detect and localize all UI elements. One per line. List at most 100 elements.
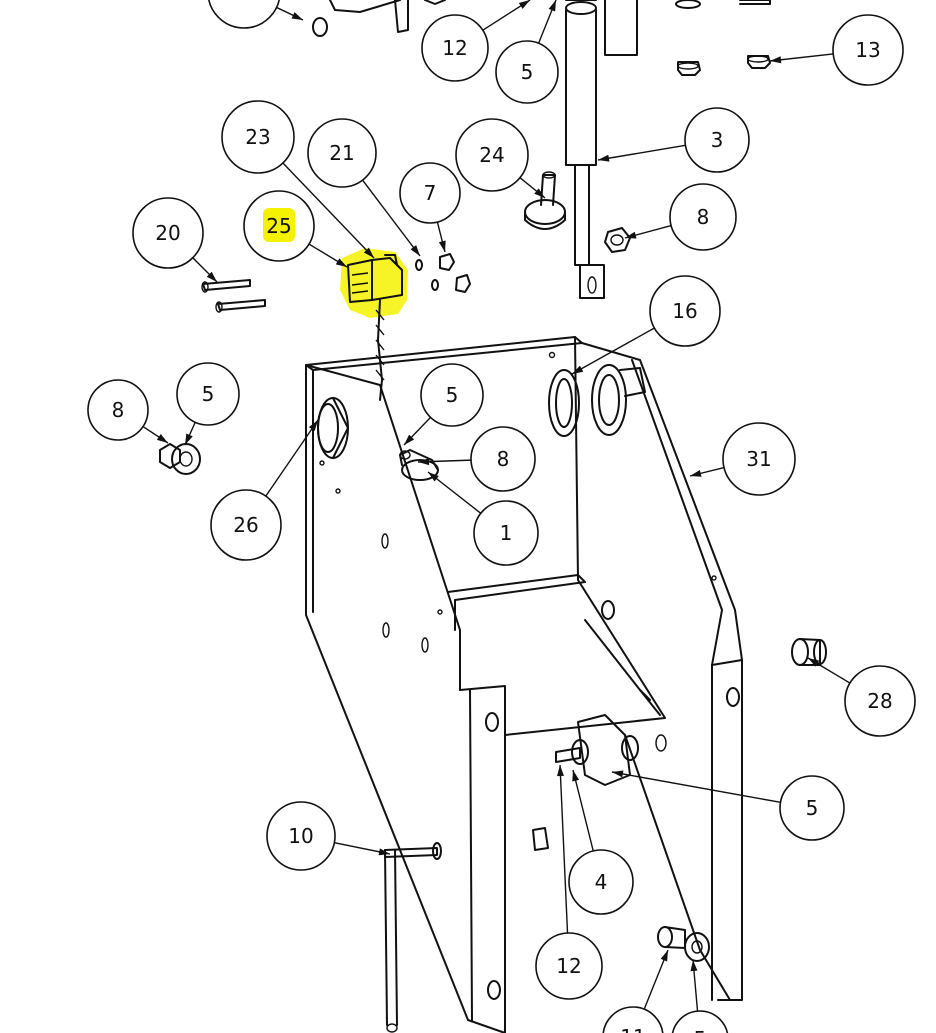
- highlight-label: [263, 208, 295, 242]
- leader-arrowhead: [363, 247, 374, 258]
- callout-c11: 11: [602, 949, 669, 1033]
- callout-label: 8: [112, 398, 125, 422]
- callout-bubble: [307, 118, 377, 188]
- callout-c19: 19: [208, 0, 304, 29]
- callout-bubble: [266, 801, 336, 871]
- callout-bubble: [399, 162, 461, 224]
- callout-bubble: [455, 118, 529, 192]
- leader-arrowhead: [548, 0, 556, 12]
- callout-label: 12: [556, 954, 581, 978]
- callout-c13: 13: [769, 14, 904, 86]
- leader-arrowhead: [438, 240, 446, 252]
- callout-bubble: [208, 0, 280, 29]
- callout-label: 5: [446, 383, 459, 407]
- leader-line: [597, 144, 686, 161]
- callout-bubble: [568, 849, 634, 915]
- callout-label: 24: [479, 143, 504, 167]
- main-frame: [305, 336, 743, 1033]
- leader-line: [571, 327, 655, 375]
- callout-label: 5: [806, 796, 819, 820]
- nuts-13: [675, 0, 771, 76]
- leader-arrowhead: [428, 472, 439, 482]
- leader-line: [361, 179, 421, 257]
- callout-bubble: [602, 1006, 664, 1033]
- bracket-top: [604, 0, 638, 56]
- callout-label: 5: [694, 1027, 707, 1033]
- leader-arrowhead: [625, 231, 637, 239]
- leader-arrowhead: [410, 245, 420, 256]
- callout-label: 8: [697, 205, 710, 229]
- callout-c8b: 8: [87, 379, 169, 444]
- leader-line: [282, 162, 375, 259]
- callout-c7: 7: [399, 162, 461, 253]
- callout-c5a: 5: [495, 0, 559, 104]
- callout-c8c: 8: [417, 426, 536, 492]
- leader-line: [572, 769, 594, 852]
- callout-bubble: [210, 489, 282, 561]
- callout-c5d: 5: [611, 770, 845, 841]
- callout-label: 26: [233, 513, 258, 537]
- leader-arrowhead: [518, 0, 530, 9]
- callout-label: 7: [424, 181, 437, 205]
- callout-label: 5: [202, 382, 215, 406]
- eye-bolt-1: [399, 449, 439, 481]
- callout-bubble: [87, 379, 149, 441]
- leader-arrowhead: [378, 848, 390, 856]
- leader-arrowhead: [185, 433, 193, 445]
- callout-bubble: [669, 183, 737, 251]
- small-nuts: [415, 253, 471, 293]
- pin-10: [384, 842, 442, 1033]
- leader-line: [559, 764, 569, 934]
- callout-bubble: [473, 500, 539, 566]
- leader-arrowhead: [660, 950, 668, 962]
- callout-c3: 3: [597, 107, 750, 173]
- callout-label: 19: [231, 0, 256, 4]
- callout-c4: 4: [568, 769, 634, 915]
- parts-top-left: [312, 0, 446, 37]
- highlight-switch: [340, 248, 408, 318]
- callout-c16: 16: [571, 275, 721, 375]
- gas-spring-3: [565, 0, 605, 299]
- callout-label: 13: [855, 38, 880, 62]
- callout-c21: 21: [307, 118, 421, 257]
- leader-arrowhead: [335, 258, 347, 267]
- callout-bubble: [420, 363, 484, 427]
- callout-c12a: 12: [421, 0, 531, 82]
- callout-label: 8: [497, 447, 510, 471]
- leader-arrowhead: [404, 434, 415, 445]
- leader-line: [611, 771, 781, 804]
- leader-arrowhead: [612, 770, 624, 778]
- callout-c12b: 12: [535, 764, 603, 1000]
- callout-c24: 24: [455, 118, 546, 199]
- callout-bubble: [844, 665, 916, 737]
- callout-bubble: [722, 422, 796, 496]
- callout-label: 16: [672, 299, 697, 323]
- callout-bubble: [671, 1010, 729, 1033]
- callout-bubble: [684, 107, 750, 173]
- callout-bubble: [649, 275, 721, 347]
- callout-c25: 25: [243, 190, 348, 268]
- leader-arrowhead: [291, 12, 303, 20]
- callout-label: 3: [711, 128, 724, 152]
- callout-c10: 10: [266, 801, 391, 871]
- leader-arrowhead: [556, 765, 564, 777]
- callout-bubble: [470, 426, 536, 492]
- callout-label: 1: [500, 521, 513, 545]
- leader-arrowhead: [308, 420, 318, 432]
- callout-label: 31: [746, 447, 771, 471]
- switch-25: [340, 248, 408, 401]
- nut-8-top: [604, 227, 631, 253]
- callout-bubble: [221, 100, 295, 174]
- callout-c5e: 5: [671, 959, 729, 1033]
- callout-c23: 23: [221, 100, 375, 259]
- callout-c5b: 5: [176, 362, 240, 446]
- callout-c31: 31: [689, 422, 796, 496]
- callout-label: 5: [521, 60, 534, 84]
- callout-label: 20: [155, 221, 180, 245]
- leader-arrowhead: [690, 469, 702, 477]
- leader-line: [265, 419, 319, 497]
- callout-label: 25: [266, 214, 291, 238]
- callout-label: 10: [288, 824, 313, 848]
- callout-c8a: 8: [624, 183, 737, 251]
